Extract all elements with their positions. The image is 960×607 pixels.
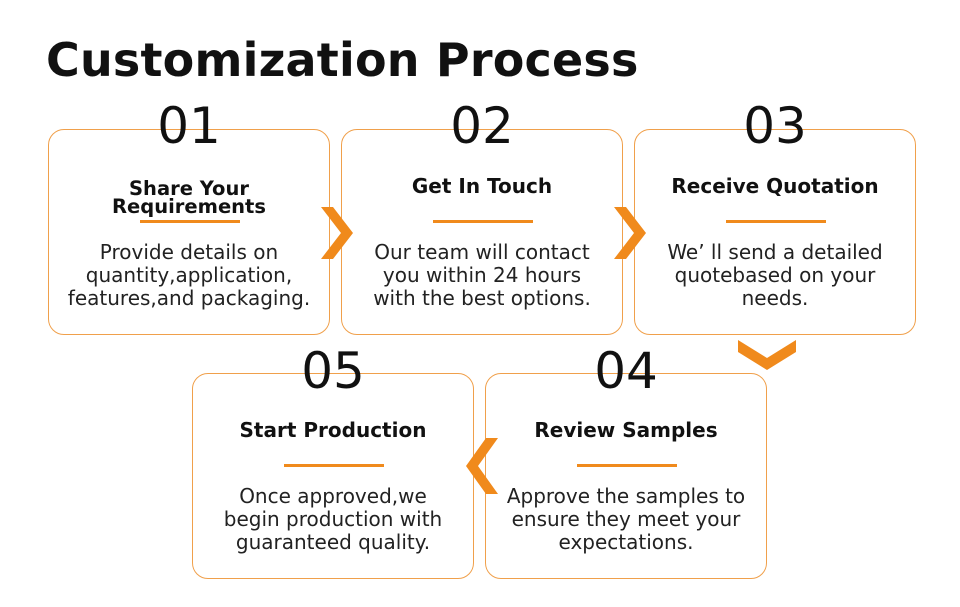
title-underline	[140, 220, 240, 223]
chevron-right-icon	[614, 207, 646, 259]
step-title: Receive Quotation	[671, 174, 879, 198]
step-description: We’ ll send a detailed quotebased on you…	[667, 240, 883, 310]
step-card-02: Get In Touch Our team will contact you w…	[341, 129, 623, 335]
title-underline	[433, 220, 533, 223]
chevron-left-icon	[466, 438, 498, 494]
chevron-down-icon	[738, 340, 796, 370]
step-description: Provide details on quantity,application,…	[67, 240, 311, 310]
step-card-04: Review Samples Approve the samples to en…	[485, 373, 767, 579]
step-card-03: Receive Quotation We’ ll send a detailed…	[634, 129, 916, 335]
step-title: Review Samples	[534, 418, 718, 442]
step-number-02: 02	[450, 97, 514, 155]
step-number-03: 03	[743, 97, 807, 155]
step-description: Approve the samples to ensure they meet …	[506, 484, 746, 554]
step-title: Share Your Requirements	[112, 177, 266, 218]
title-underline	[577, 464, 677, 467]
step-card-05: Start Production Once approved,we begin …	[192, 373, 474, 579]
step-title: Get In Touch	[411, 174, 553, 198]
step-number-01: 01	[157, 97, 221, 155]
step-number-05: 05	[301, 342, 365, 400]
step-title: Start Production	[239, 418, 427, 442]
step-number-04: 04	[594, 342, 658, 400]
page-title: Customization Process	[46, 33, 639, 87]
step-card-01: Share Your Requirements Provide details …	[48, 129, 330, 335]
title-underline	[726, 220, 826, 223]
chevron-right-icon	[321, 207, 353, 259]
title-underline	[284, 464, 384, 467]
step-description: Once approved,we begin production with g…	[223, 484, 443, 554]
step-description: Our team will contact you within 24 hour…	[373, 240, 591, 310]
